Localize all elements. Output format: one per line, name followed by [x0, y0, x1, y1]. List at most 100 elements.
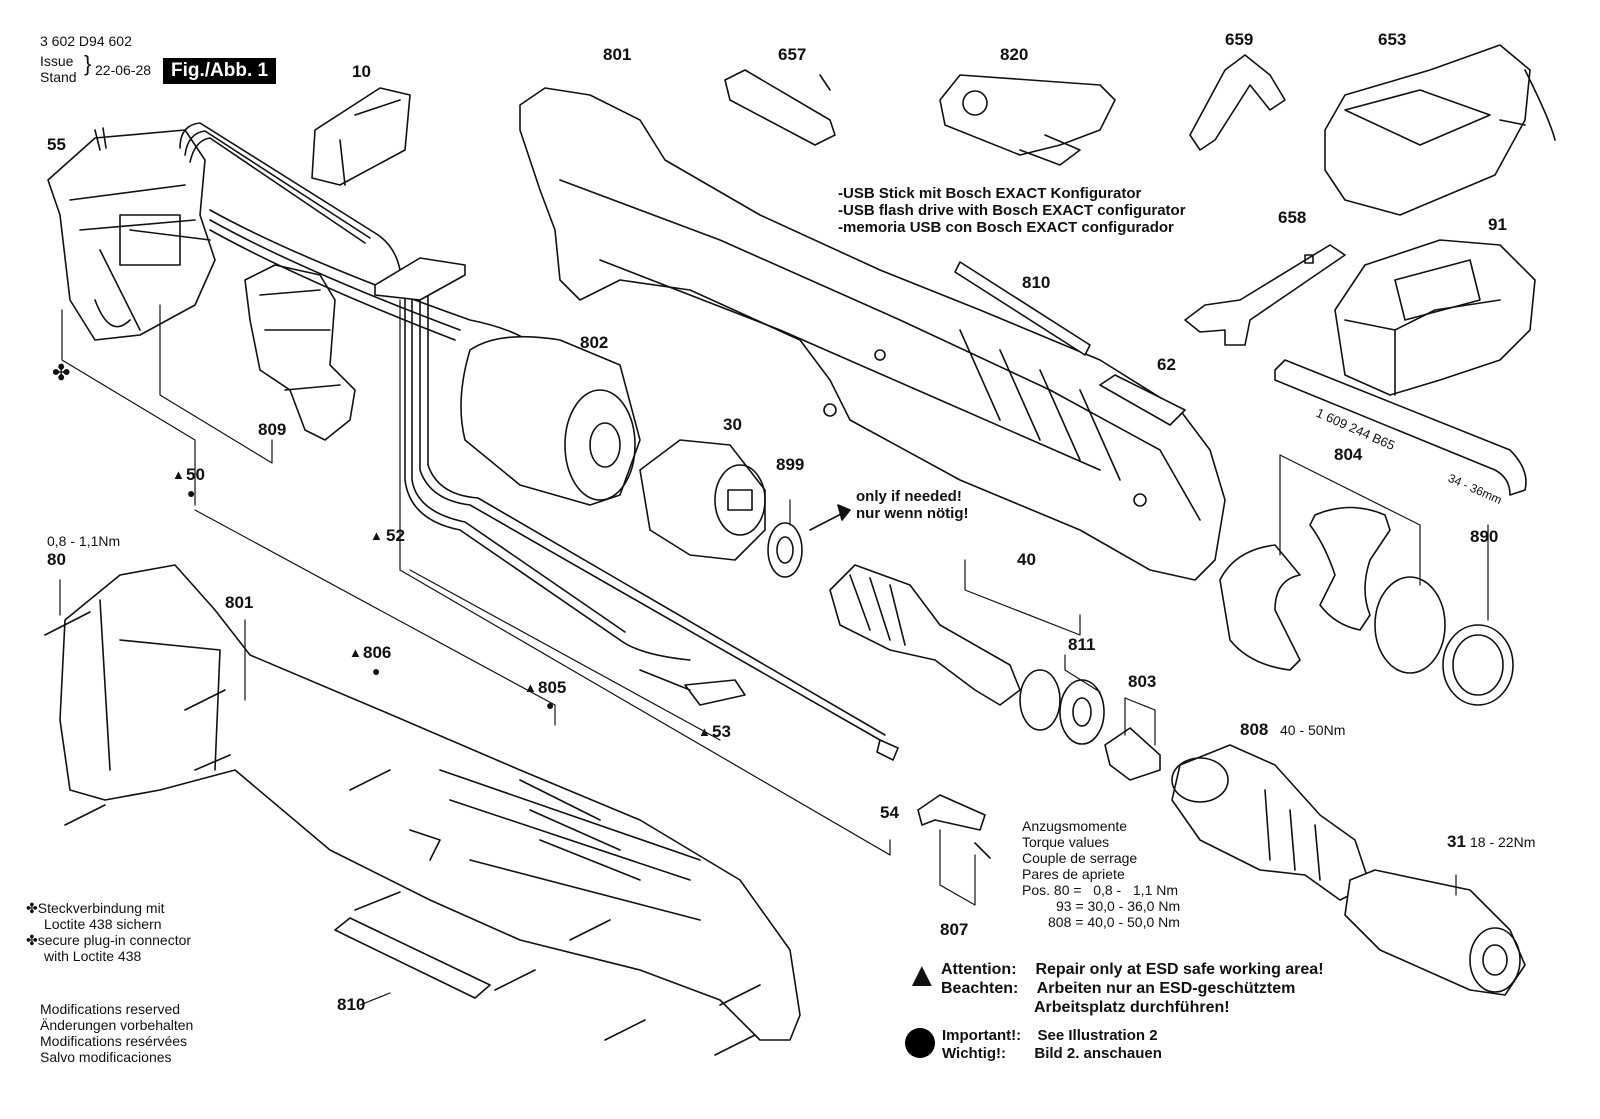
part-label-803: 803	[1128, 672, 1157, 691]
usb-note-de: -USB Stick mit Bosch EXACT Konfigurator	[838, 185, 1142, 202]
part-label-809: 809	[258, 420, 287, 439]
loctite-marker-icon: ✤	[26, 932, 38, 948]
modifications-note: Modifications reserved Änderungen vorbeh…	[40, 1001, 193, 1065]
modifications-en: Modifications reserved	[40, 1001, 181, 1017]
part-53-drawing	[639, 669, 746, 706]
part-10-drawing	[311, 87, 411, 186]
wiring-harness	[179, 122, 886, 741]
loctite-note-en-1: secure plug-in connector	[37, 932, 192, 948]
part-657-drawing	[724, 69, 836, 146]
part-label-62: 62	[1157, 355, 1176, 374]
important-text: See Illustration 2	[1037, 1027, 1158, 1044]
esd-triangle-icon: ▲	[370, 528, 383, 543]
part-label-801-lower: 801	[225, 593, 254, 612]
part-label-657: 657	[778, 45, 807, 64]
part-label-658: 658	[1278, 208, 1307, 227]
important-line-1: Important!: See Illustration 2	[942, 1026, 1158, 1045]
torque-table: Anzugsmomente Torque values Couple de se…	[1022, 818, 1180, 930]
torque-header-es: Pares de apriete	[1022, 866, 1125, 882]
brace-glyph: }	[84, 51, 92, 76]
torque-80: 0,8 - 1,1Nm	[47, 533, 121, 549]
part-label-804: 804	[1334, 445, 1363, 464]
part-801-upper-housing	[519, 87, 1226, 581]
beachten-text: Arbeiten nur an ESD-geschütztem	[1036, 980, 1296, 997]
loctite-note: ✤Steckverbindung mit Loctite 438 sichern…	[26, 900, 191, 964]
part-658-drawing	[1184, 244, 1346, 346]
part-40-drawing	[829, 564, 1021, 706]
part-label-54: 54	[880, 803, 899, 822]
part-label-810-lower: 810	[337, 995, 366, 1014]
part-label-52: 52	[386, 526, 405, 545]
usb-note-en: -USB flash drive with Bosch EXACT config…	[838, 202, 1186, 219]
part-label-659: 659	[1225, 30, 1254, 49]
wichtig-text: Bild 2. anschauen	[1034, 1045, 1162, 1062]
attention-label: Attention:	[941, 961, 1017, 978]
important-dot-icon	[905, 1028, 935, 1058]
part-label-50: 50	[186, 465, 205, 484]
part-label-811: 811	[1068, 635, 1096, 654]
part-label-53: 53	[712, 722, 731, 741]
part-label-10: 10	[352, 62, 371, 81]
modifications-fr: Modifications resérvées	[40, 1033, 188, 1049]
part-808-drawing	[1171, 744, 1371, 901]
part-653-drawing	[1324, 44, 1556, 216]
part-label-91: 91	[1488, 215, 1507, 234]
wichtig-label: Wichtig!:	[942, 1045, 1007, 1062]
part-label-653: 653	[1378, 30, 1407, 49]
torque-header-fr: Couple de serrage	[1022, 850, 1138, 866]
loctite-note-en-2: with Loctite 438	[44, 948, 142, 964]
part-820-drawing	[939, 74, 1116, 166]
part-label-55: 55	[47, 135, 66, 154]
part-label-820: 820	[1000, 45, 1029, 64]
part-label-805: 805	[538, 678, 567, 697]
part-811-drawing	[1019, 669, 1105, 745]
part-52-drawing	[374, 257, 466, 301]
doc-number: 3 602 D94 602	[40, 33, 132, 49]
part-label-807: 807	[940, 920, 969, 939]
attention-line-1: Attention: Repair only at ESD safe worki…	[941, 960, 1324, 979]
illustration-dot-icon: ●	[546, 697, 555, 713]
part-807-drawing	[917, 794, 991, 859]
torque-row-80: Pos. 80 = 0,8 - 1,1 Nm	[1022, 882, 1179, 898]
part-62-drawing	[1099, 374, 1186, 426]
illustration-dot-icon: ●	[187, 485, 196, 501]
loctite-marker-icon: ✤	[26, 900, 38, 916]
torque-31: 18 - 22Nm	[1470, 834, 1536, 850]
esd-triangle-icon: ▲	[524, 680, 537, 695]
part-899-drawing	[767, 504, 851, 578]
part-label-808: 808	[1240, 720, 1269, 739]
esd-triangle-icon: ▲	[698, 724, 711, 739]
torque-header-en: Torque values	[1022, 834, 1110, 850]
esd-triangle-icon: ▲	[349, 645, 362, 660]
part-659-drawing	[1189, 54, 1286, 151]
part-91-drawing	[1334, 239, 1536, 396]
part-810-lower-drawing	[334, 917, 491, 999]
only-if-needed-en: only if needed!	[856, 488, 962, 505]
attention-line-3: Arbeitsplatz durchführen!	[1034, 999, 1230, 1016]
usb-note-block: -USB Stick mit Bosch EXACT Konfigurator …	[838, 185, 1186, 236]
loctite-note-de-1: Steckverbindung mit	[37, 900, 165, 916]
important-line-2: Wichtig!: Bild 2. anschauen	[942, 1044, 1162, 1063]
torque-808: 40 - 50Nm	[1280, 722, 1346, 738]
attention-triangle-icon: ▲	[905, 956, 939, 994]
part-label-890: 890	[1470, 527, 1499, 546]
esd-triangle-icon: ▲	[172, 467, 185, 482]
part-label-30: 30	[723, 415, 742, 434]
housing-screws	[44, 611, 761, 1056]
torque-row-93: 93 = 30,0 - 36,0 Nm	[1056, 898, 1181, 914]
issue-label: Issue	[40, 53, 74, 69]
part-label-802: 802	[580, 333, 609, 352]
part-804-drawing	[1219, 506, 1514, 706]
attention-line-2: Beachten: Arbeiten nur an ESD-geschützte…	[941, 979, 1295, 998]
part-810-upper-drawing	[954, 261, 1091, 356]
part-55-drawing	[47, 127, 216, 341]
torque-row-808: 808 = 40,0 - 50,0 Nm	[1048, 914, 1180, 930]
illustration-dot-icon: ●	[372, 663, 381, 679]
part-802-drawing	[460, 335, 641, 506]
attention-text: Repair only at ESD safe working area!	[1035, 961, 1324, 978]
figure-label: Fig./Abb. 1	[163, 58, 277, 84]
part-label-31: 31	[1447, 832, 1466, 851]
part-54-drawing	[876, 739, 899, 761]
part-label-40: 40	[1017, 550, 1036, 569]
leader-lines	[59, 299, 1489, 1006]
